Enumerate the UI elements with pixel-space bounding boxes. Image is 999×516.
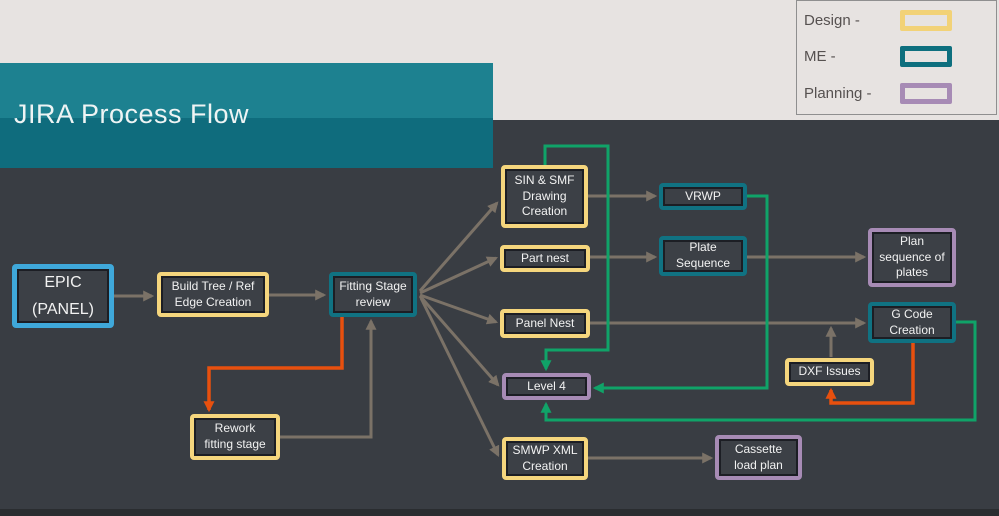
legend-item-design: Design - xyxy=(804,8,952,32)
node-build-tree-ref-edge-label: Build Tree / Ref xyxy=(171,278,255,293)
node-cassette-load-plan-label: Cassette xyxy=(734,441,783,456)
node-level-4-label: Level 4 xyxy=(527,378,566,393)
edge-fitting-to-panel-nest xyxy=(419,293,499,325)
node-g-code-creation-label: G Code xyxy=(891,306,933,321)
node-part-nest-label: Part nest xyxy=(520,250,570,265)
node-sin-smf-drawing-creation-label: Creation xyxy=(521,204,568,219)
node-plate-sequence-label: Sequence xyxy=(675,256,731,270)
legend-swatch-planning xyxy=(900,82,952,104)
node-panel-nest: Panel Nest xyxy=(500,309,590,338)
edge-rework-to-fitting-stage xyxy=(280,318,377,439)
legend-label-planning: Planning - xyxy=(804,84,872,102)
legend: Design - ME - Planning - xyxy=(796,0,997,115)
node-vrwp-label: VRWP xyxy=(685,188,721,203)
legend-label-me: ME - xyxy=(804,48,836,65)
bottom-edge xyxy=(0,509,999,516)
edge-fitting-to-rework xyxy=(203,317,344,413)
node-smwp-xml-creation-label: SMWP XML xyxy=(512,442,578,457)
node-smwp-xml-creation-label: Creation xyxy=(522,458,568,473)
edge-vrwp-to-level-4 xyxy=(592,194,769,394)
node-epic-label: EPIC xyxy=(44,273,82,291)
node-sin-smf-drawing-creation-label: Drawing xyxy=(522,188,567,203)
legend-item-me: ME - xyxy=(804,45,952,69)
legend-item-planning: Planning - xyxy=(804,81,952,105)
edge-fitting-to-sin-smf xyxy=(418,201,499,292)
node-build-tree-ref-edge-label: Edge Creation xyxy=(174,294,252,309)
node-epic-label: (PANEL) xyxy=(32,301,94,318)
node-plan-sequence-of-plates-label: plates xyxy=(895,265,929,280)
edge-fitting-to-part-nest xyxy=(419,256,498,295)
legend-swatch-me xyxy=(900,46,952,67)
node-panel-nest-label: Panel Nest xyxy=(515,315,575,330)
node-fitting-stage-review-label: review xyxy=(355,294,391,309)
node-rework-fitting-stage-label: Rework xyxy=(214,421,256,436)
page-title: JIRA Process Flow xyxy=(14,99,250,129)
node-dxf-issues-label: DXF Issues xyxy=(798,364,861,379)
title-banner: JIRA Process Flow xyxy=(0,63,493,168)
node-cassette-load-plan-label: load plan xyxy=(734,457,783,472)
node-dxf-issues: DXF Issues xyxy=(785,358,874,386)
edge-fitting-to-level-4 xyxy=(418,295,500,387)
title-banner-bottom xyxy=(0,118,493,168)
edge-fitting-to-smwp xyxy=(419,297,500,457)
node-fitting-stage-review-label: Fitting Stage xyxy=(339,278,407,293)
node-epic: EPIC (PANEL) xyxy=(12,264,114,328)
node-part-nest: Part nest xyxy=(500,245,590,272)
node-plan-sequence-of-plates-label: sequence of xyxy=(879,249,945,264)
legend-swatch-design xyxy=(900,9,952,31)
node-plate-sequence-label: Plate xyxy=(689,240,717,255)
title-banner-top xyxy=(0,63,493,118)
node-vrwp: VRWP xyxy=(659,183,747,210)
node-g-code-creation-label: Creation xyxy=(889,322,935,337)
node-plan-sequence-of-plates-label: Plan xyxy=(899,234,925,249)
legend-label-design: Design - xyxy=(804,11,860,29)
node-level-4: Level 4 xyxy=(502,373,591,400)
node-sin-smf-drawing-creation-label: SIN & SMF xyxy=(514,173,575,188)
node-rework-fitting-stage-label: fitting stage xyxy=(204,437,266,451)
